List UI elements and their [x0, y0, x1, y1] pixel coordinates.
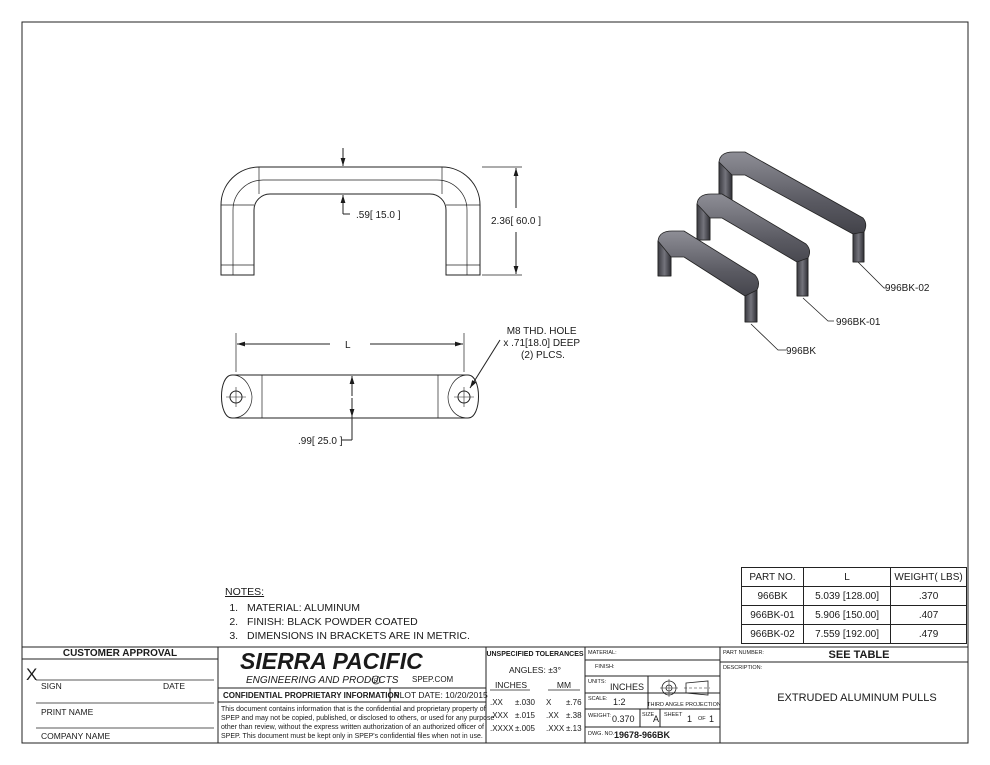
plot-date: PLOT DATE: 10/20/2015 [394, 690, 488, 700]
registered-mark-icon [371, 675, 381, 685]
cell-length: 7.559 [192.00] [802, 624, 892, 644]
note-item: MATERIAL: ALUMINUM [241, 601, 470, 615]
svg-text:±.38: ±.38 [566, 711, 582, 720]
size-label: SIZE [642, 712, 655, 718]
projection-label: THIRD ANGLE PROJECTION [647, 702, 721, 708]
part-table: PART NO. L WEIGHT( LBS) 966BK 5.039 [128… [741, 567, 967, 644]
description-value: EXTRUDED ALUMINUM PULLS [777, 692, 937, 704]
of-label: OF [698, 716, 706, 722]
confidential-text: This document contains information that … [221, 706, 496, 740]
company-name-label: COMPANY NAME [41, 731, 110, 741]
tolerances-mm-hdr: MM [557, 680, 571, 690]
dwg-value: 19678-966BK [614, 730, 671, 740]
units-label: UNITS: [588, 679, 607, 685]
notes-title: NOTES: [225, 586, 265, 598]
svg-text:.XX: .XX [490, 698, 504, 707]
part-number-value: SEE TABLE [829, 649, 890, 661]
table-row: 966BK-01 5.906 [150.00] .407 [741, 605, 967, 625]
svg-text:.XXXX: .XXXX [490, 724, 514, 733]
cell-weight: .407 [890, 605, 967, 625]
iso-pull-01 [696, 193, 810, 297]
dwg-label: DWG. NO. [588, 731, 615, 737]
tolerances-rows: .XX ±.030 X ±.76 .XXX ±.015 .XX ±.38 .XX… [490, 698, 582, 733]
cell-weight: .370 [890, 586, 967, 606]
svg-text:±.015: ±.015 [515, 711, 536, 720]
cell-weight: .479 [890, 624, 967, 644]
svg-text:.XXX: .XXX [546, 724, 565, 733]
company-subtitle: ENGINEERING AND PRODUCTS [246, 675, 399, 686]
website: SPEP.COM [412, 675, 454, 684]
svg-text:.XXX: .XXX [490, 711, 509, 720]
weight-value: 0.370 [612, 714, 635, 724]
iso-view [657, 151, 886, 351]
part-table-header: PART NO. L WEIGHT( LBS) [741, 567, 967, 587]
sheet-label: SHEET [664, 712, 683, 718]
front-view [220, 148, 522, 276]
col-length: L [802, 567, 892, 587]
date-label: DATE [163, 681, 185, 691]
svg-text:±.005: ±.005 [515, 724, 536, 733]
size-value: A [653, 714, 659, 724]
units-value: INCHES [610, 682, 644, 692]
weight-label: WEIGHT: [588, 713, 611, 719]
svg-text:±.13: ±.13 [566, 724, 582, 733]
col-weight: WEIGHT( LBS) [890, 567, 967, 587]
dim-thickness: .59[ 15.0 ] [356, 210, 401, 221]
note-item: DIMENSIONS IN BRACKETS ARE IN METRIC. [241, 629, 470, 643]
notes: NOTES: MATERIAL: ALUMINUM FINISH: BLACK … [225, 585, 470, 643]
cell-part-no: 966BK [741, 586, 804, 606]
sheet-border [21, 21, 969, 744]
dim-length: L [345, 340, 351, 351]
note-item: FINISH: BLACK POWDER COATED [241, 615, 470, 629]
finish-label: FINISH: [595, 664, 615, 670]
third-angle-projection-icon [660, 679, 710, 697]
sign-mark: X [26, 665, 37, 684]
dim-width: .99[ 25.0 ] [298, 436, 343, 447]
cell-length: 5.906 [150.00] [802, 605, 892, 625]
customer-approval-title: CUSTOMER APPROVAL [63, 648, 177, 659]
part-number-label: PART NUMBER: [723, 650, 764, 656]
tolerances-title: UNSPECIFIED TOLERANCES [486, 651, 583, 658]
svg-text:±.76: ±.76 [566, 698, 582, 707]
tolerances-inches-hdr: INCHES [495, 680, 527, 690]
iso-pull-00 [657, 230, 759, 323]
table-row: 966BK 5.039 [128.00] .370 [741, 586, 967, 606]
of-value: 1 [709, 714, 714, 724]
iso-pull-02 [718, 151, 867, 263]
bottom-view [221, 333, 501, 441]
registered-mark: R [374, 679, 378, 685]
description-label: DESCRIPTION: [723, 665, 763, 671]
table-row: 966BK-02 7.559 [192.00] .479 [741, 624, 967, 644]
col-part-no: PART NO. [741, 567, 804, 587]
confidential-title: CONFIDENTIAL PROPRIETARY INFORMATION [223, 691, 400, 700]
cell-length: 5.039 [128.00] [802, 586, 892, 606]
dim-height: 2.36[ 60.0 ] [491, 216, 541, 227]
hole-callout: M8 THD. HOLE x .71[18.0] DEEP (2) PLCS. [503, 326, 582, 361]
cell-part-no: 966BK-01 [741, 605, 804, 625]
cell-part-no: 966BK-02 [741, 624, 804, 644]
svg-text:.XX: .XX [546, 711, 560, 720]
notes-list: MATERIAL: ALUMINUM FINISH: BLACK POWDER … [225, 601, 470, 643]
title-block-lines [22, 646, 968, 743]
print-name-label: PRINT NAME [41, 707, 94, 717]
tolerances-angles: ANGLES: ±3° [509, 665, 561, 675]
svg-text:X: X [546, 698, 552, 707]
company-logo-text: SIERRA PACIFIC [240, 648, 423, 674]
sheet-value: 1 [687, 714, 692, 724]
material-label: MATERIAL: [588, 650, 617, 656]
iso-label-01: 996BK-01 [836, 317, 881, 328]
scale-label: SCALE: [588, 696, 608, 702]
iso-label-02: 996BK-02 [885, 283, 930, 294]
iso-label-00: 996BK [786, 346, 816, 357]
scale-value: 1:2 [613, 697, 626, 707]
svg-text:±.030: ±.030 [515, 698, 536, 707]
sign-label: SIGN [41, 681, 62, 691]
